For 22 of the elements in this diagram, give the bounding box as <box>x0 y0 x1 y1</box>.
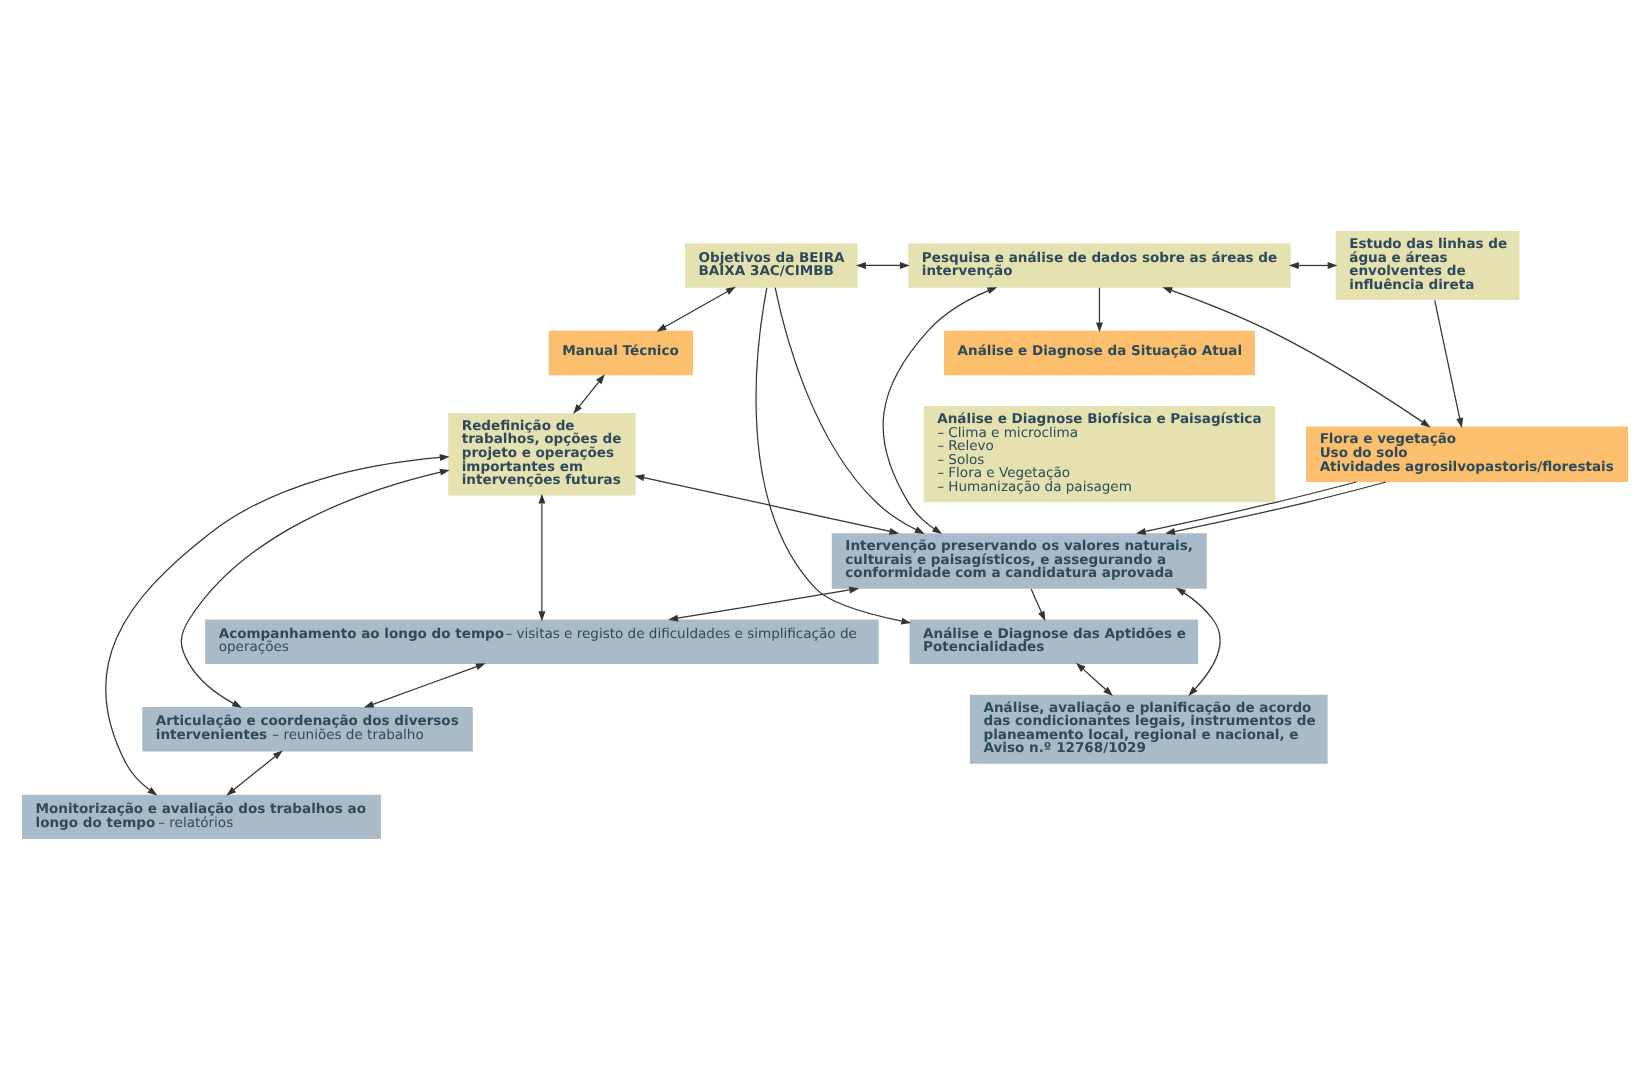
arrow <box>1162 286 1431 427</box>
arrow <box>1030 587 1046 621</box>
arrow <box>1165 480 1387 534</box>
arrow <box>180 467 450 707</box>
arrow <box>1096 286 1103 332</box>
arrow <box>538 492 546 621</box>
arrow <box>1135 480 1358 534</box>
arrow <box>774 286 925 533</box>
arrow <box>105 453 450 795</box>
arrow <box>1434 298 1464 427</box>
arrow <box>856 261 910 268</box>
arrow <box>573 373 605 413</box>
arrow <box>363 662 486 707</box>
arrow <box>882 286 998 534</box>
arrow <box>1288 261 1338 268</box>
arrow <box>634 473 900 534</box>
arrow <box>226 749 283 795</box>
arrow <box>1075 661 1113 695</box>
arrow <box>668 585 860 621</box>
arrow <box>755 286 912 624</box>
arrow <box>656 285 736 331</box>
arrow <box>1175 586 1221 695</box>
